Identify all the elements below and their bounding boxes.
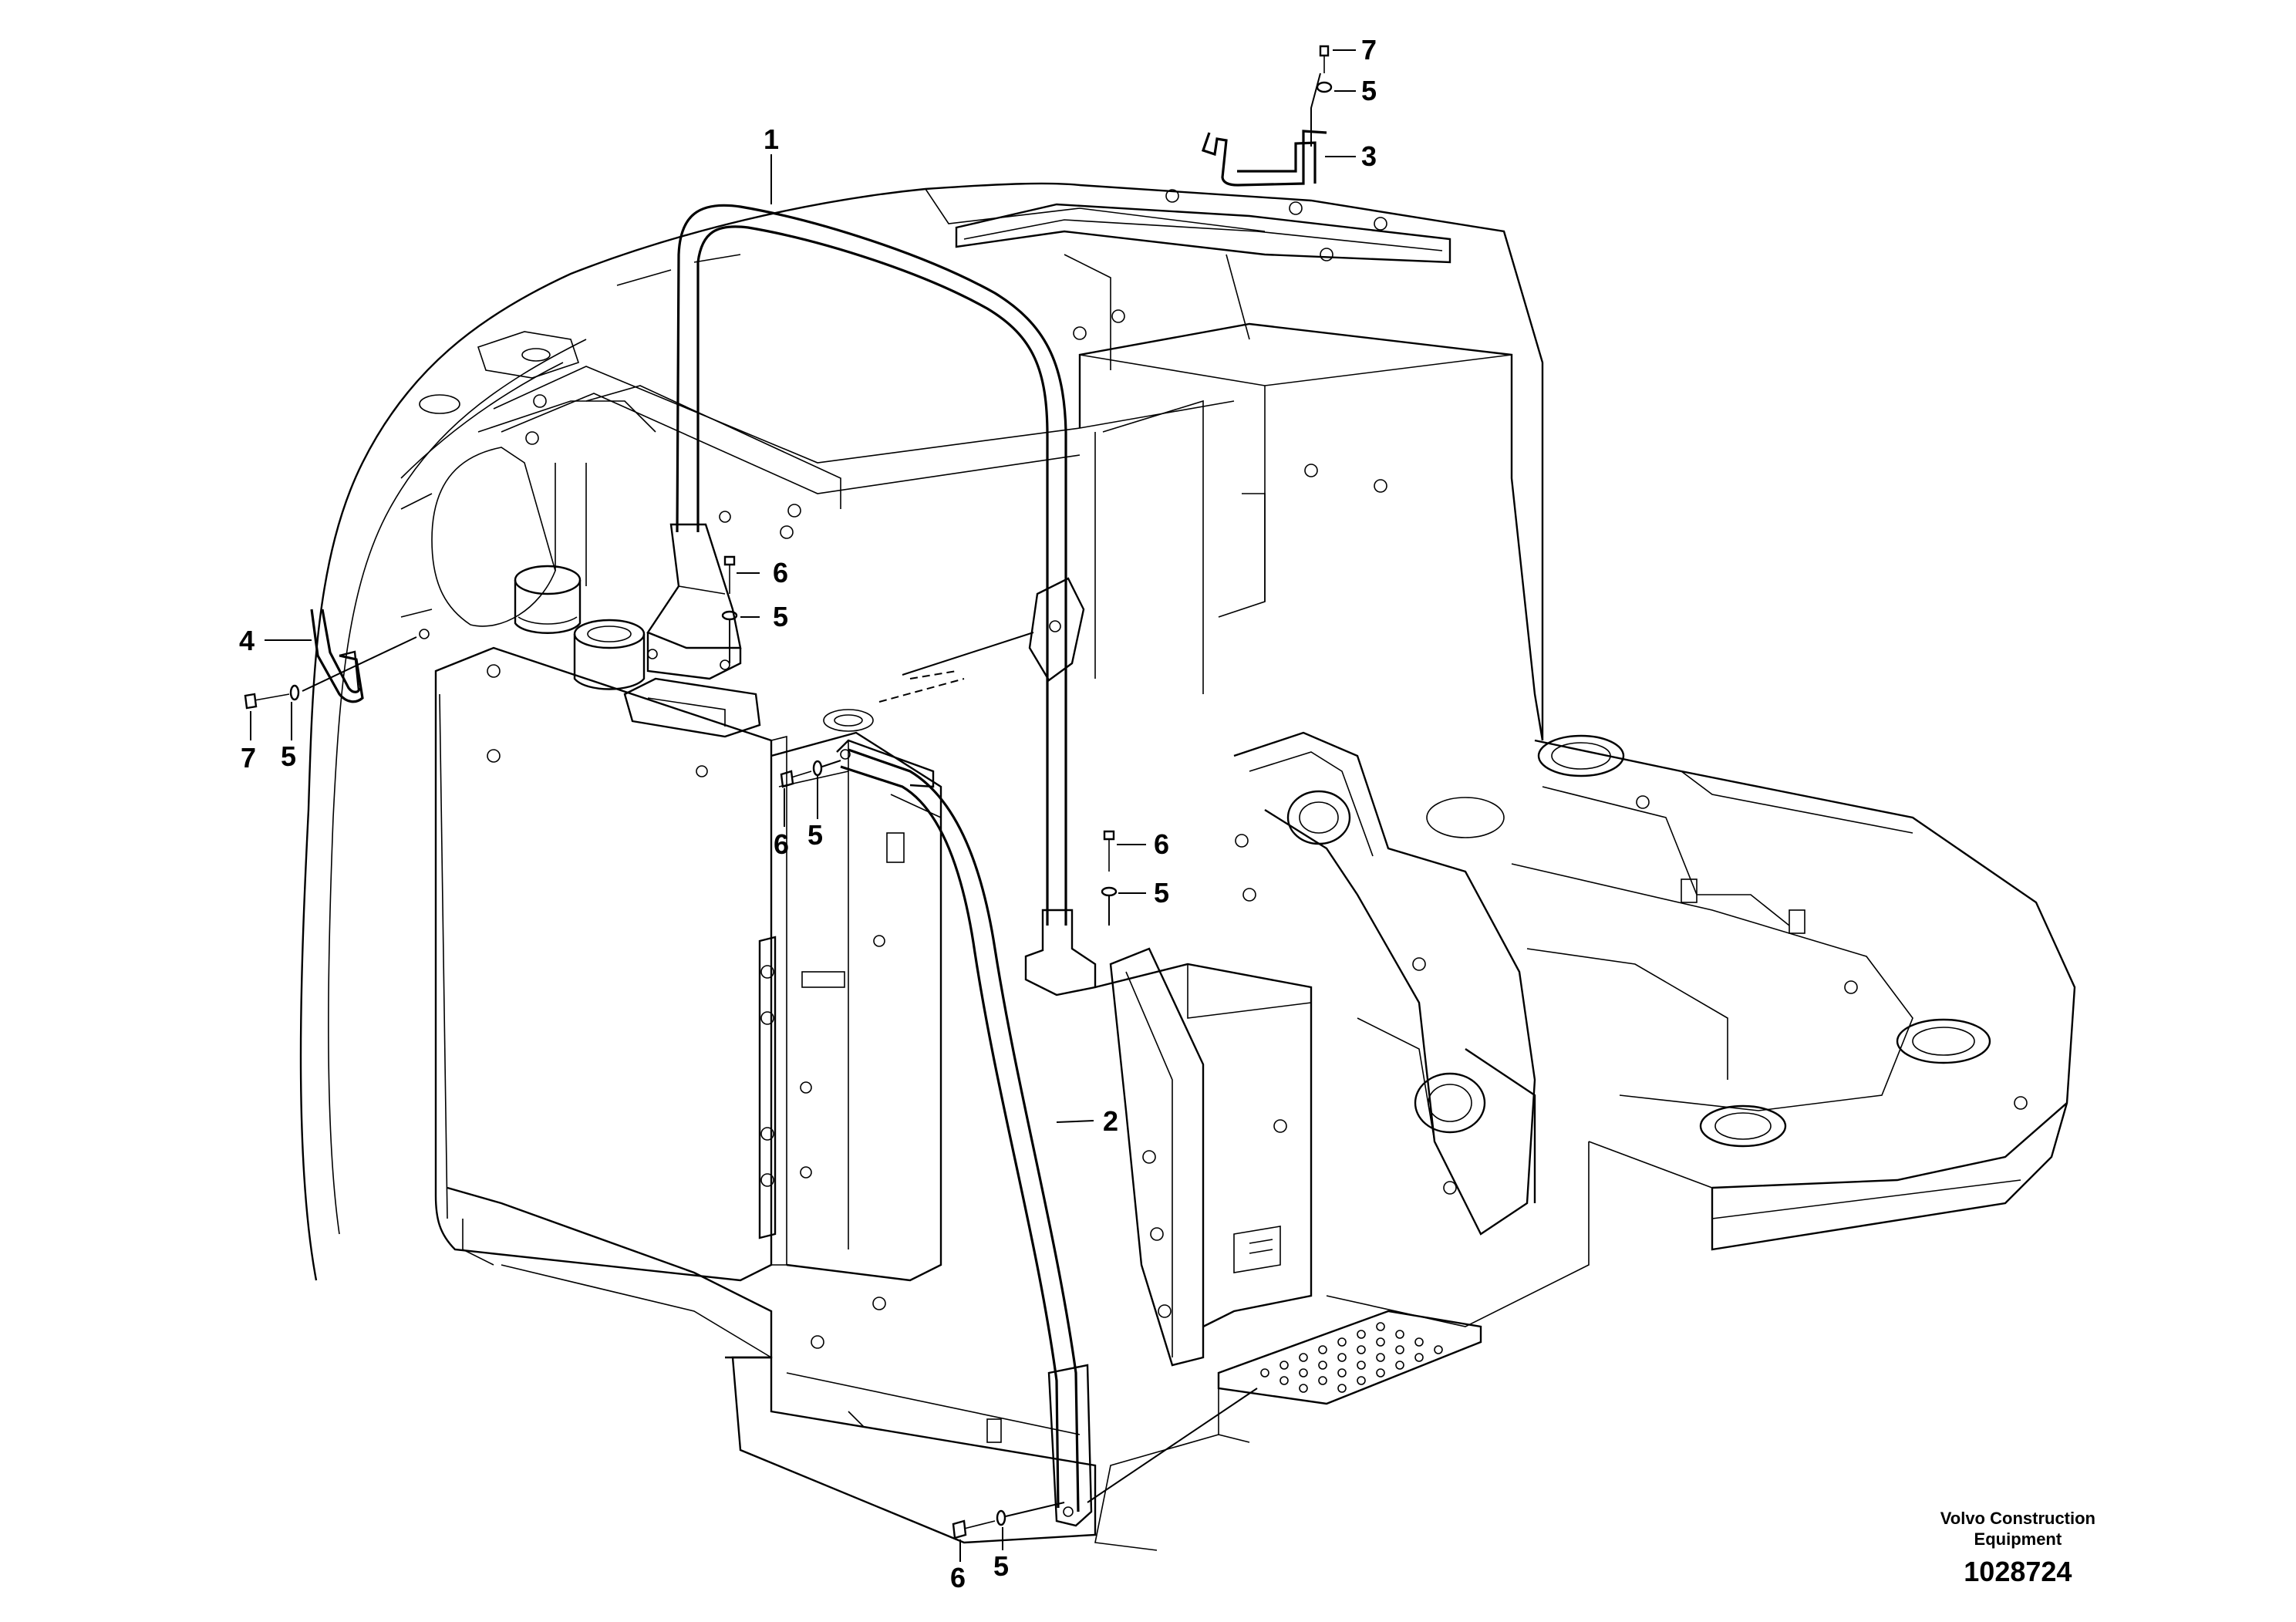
body-fasteners	[487, 189, 2028, 1349]
callout-labels: 1 2 3 4 5 5 5 5 5 5 6 6 6 6 7 7	[239, 34, 1377, 1593]
fastener-group-tank-top	[721, 555, 738, 663]
callout-5-top: 5	[1361, 75, 1377, 106]
fastener-group-front-upper	[780, 760, 841, 788]
callout-5-left: 5	[281, 740, 296, 772]
callout-3: 3	[1361, 140, 1377, 172]
company-name-line-1: Volvo Construction	[1940, 1509, 2095, 1528]
bracket-part-4	[310, 609, 364, 703]
callout-7-top: 7	[1361, 34, 1377, 66]
callout-5-mid: 5	[1154, 877, 1169, 909]
handrail-part-2	[836, 739, 1093, 1527]
boom-foot	[1233, 731, 1536, 1236]
leader-dashed-1	[909, 670, 957, 679]
upper-structure-outline	[299, 182, 1544, 1281]
callout-6-mid: 6	[1154, 828, 1169, 860]
right-compartment	[1094, 947, 1313, 1367]
callout-6-front: 6	[774, 828, 789, 860]
callout-1: 1	[764, 123, 779, 155]
callout-7-left: 7	[241, 742, 256, 774]
fastener-group-left	[244, 629, 430, 710]
callout-6-bottom: 6	[950, 1562, 966, 1593]
leader-mid-bracket	[902, 632, 1034, 676]
base-plate	[731, 1356, 1097, 1544]
undercarriage-frame	[1326, 734, 2076, 1327]
handrail-part-1	[646, 204, 1097, 996]
drawing-number: 1028724	[1964, 1556, 2072, 1587]
bracket-part-3	[1201, 73, 1327, 187]
step-plate	[1094, 1310, 1482, 1551]
leader-dashed-2	[878, 678, 965, 703]
callout-5-tank: 5	[773, 601, 788, 632]
callout-4: 4	[239, 625, 255, 656]
company-name-line-2: Equipment	[1974, 1529, 2062, 1549]
callout-2: 2	[1103, 1105, 1118, 1137]
step-holes	[1260, 1322, 1443, 1393]
fastener-group-mid	[1101, 830, 1118, 926]
valve-compartment	[758, 731, 942, 1282]
callout-5-bottom: 5	[993, 1550, 1009, 1582]
callout-5-front: 5	[807, 819, 823, 851]
fastener-group-bottom	[952, 1388, 1258, 1539]
callout-6-tank: 6	[773, 557, 788, 588]
fastener-group-top	[1316, 45, 1333, 93]
fuel-tank	[434, 565, 874, 1359]
drawing-caption: Volvo Construction Equipment 1028724	[1940, 1508, 2095, 1588]
